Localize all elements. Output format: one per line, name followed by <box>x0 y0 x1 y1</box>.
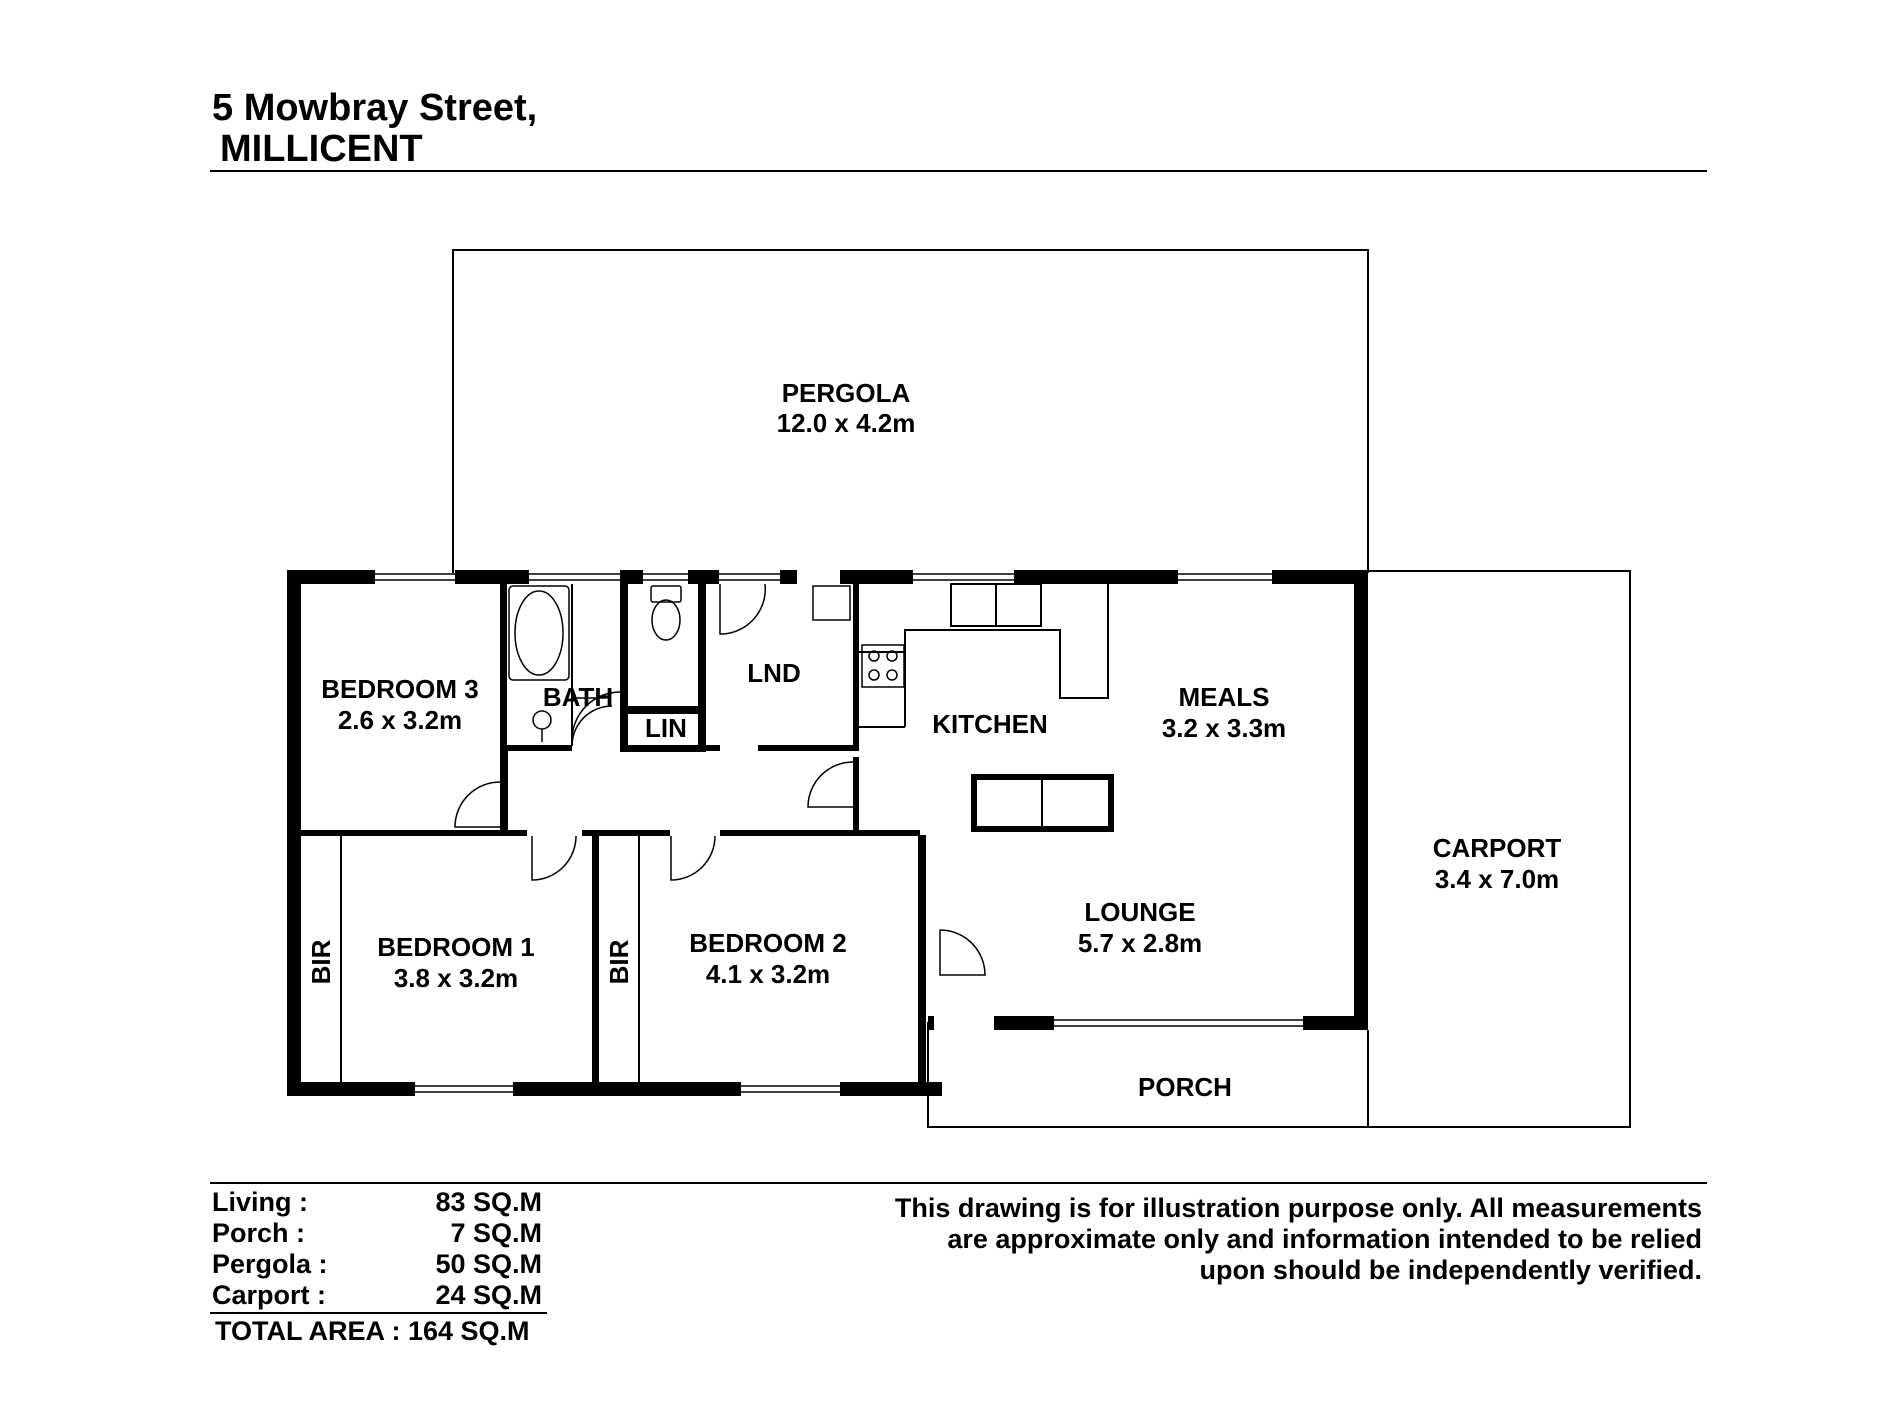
area-row-carport: Carport : 24 SQ.M <box>212 1280 542 1310</box>
pergola-outline <box>452 249 1369 573</box>
kitchen-label: KITCHEN <box>932 709 1048 739</box>
area-row-porch: Porch : 7 SQ.M <box>212 1218 542 1248</box>
area-label: Carport : <box>212 1280 326 1310</box>
carport-dims: 3.4 x 7.0m <box>1435 864 1559 894</box>
bathtub <box>508 585 570 681</box>
bedroom2-label: BEDROOM 2 <box>689 928 846 958</box>
bath-label: BATH <box>543 682 613 712</box>
area-value: 24 SQ.M <box>435 1280 542 1310</box>
bedroom2-dims: 4.1 x 3.2m <box>706 959 830 989</box>
area-value: 50 SQ.M <box>435 1249 542 1279</box>
pergola-label: PERGOLA <box>782 378 911 408</box>
area-label: Living : <box>212 1187 308 1217</box>
meals-label: MEALS <box>1179 682 1270 712</box>
carport-label: CARPORT <box>1433 833 1562 863</box>
pergola-dims: 12.0 x 4.2m <box>777 408 916 438</box>
windows <box>375 573 1303 1093</box>
area-row-pergola: Pergola : 50 SQ.M <box>212 1249 542 1279</box>
room-labels: PERGOLA 12.0 x 4.2m BEDROOM 3 2.6 x 3.2m… <box>306 378 1561 1102</box>
bedroom3-dims: 2.6 x 3.2m <box>338 705 462 735</box>
bir2-label: BIR <box>604 939 634 984</box>
lounge-dims: 5.7 x 2.8m <box>1078 928 1202 958</box>
bedroom1-dims: 3.8 x 3.2m <box>394 963 518 993</box>
area-label: Pergola : <box>212 1249 328 1279</box>
outdoor-outlines <box>452 249 1631 1128</box>
meals-dims: 3.2 x 3.3m <box>1162 713 1286 743</box>
lnd-label: LND <box>747 658 800 688</box>
area-row-living: Living : 83 SQ.M <box>212 1187 542 1217</box>
thin-lines <box>340 583 1109 1082</box>
address-line-1: 5 Mowbray Street, <box>212 87 538 129</box>
disclaimer-line: This drawing is for illustration purpose… <box>894 1193 1702 1223</box>
area-value: 7 SQ.M <box>450 1218 542 1248</box>
address-line-2: MILLICENT <box>220 128 423 170</box>
carport-outline <box>1368 570 1631 1128</box>
bir1-label: BIR <box>306 939 336 984</box>
door-swings <box>454 583 986 976</box>
kitchen-island <box>971 774 1114 832</box>
lounge-label: LOUNGE <box>1084 897 1195 927</box>
basin <box>532 710 552 742</box>
porch-label: PORCH <box>1138 1072 1232 1102</box>
header-rule <box>210 170 1707 172</box>
disclaimer-line: are approximate only and information int… <box>947 1224 1702 1254</box>
disclaimer-line: upon should be independently verified. <box>1199 1255 1702 1285</box>
footer-rule <box>210 1182 1707 1184</box>
total-area: TOTAL AREA : 164 SQ.M <box>215 1316 530 1346</box>
interior-walls <box>287 584 920 1096</box>
lin-label: LIN <box>645 713 687 743</box>
bedroom1-label: BEDROOM 1 <box>377 932 534 962</box>
disclaimer: This drawing is for illustration purpose… <box>802 1193 1702 1286</box>
porch-outline <box>927 1022 1369 1128</box>
toilet <box>650 585 682 641</box>
stove <box>861 644 905 688</box>
area-value: 83 SQ.M <box>435 1187 542 1217</box>
laundry-tub <box>812 585 851 621</box>
area-label: Porch : <box>212 1218 306 1248</box>
total-rule <box>210 1312 547 1314</box>
bedroom3-label: BEDROOM 3 <box>321 674 478 704</box>
